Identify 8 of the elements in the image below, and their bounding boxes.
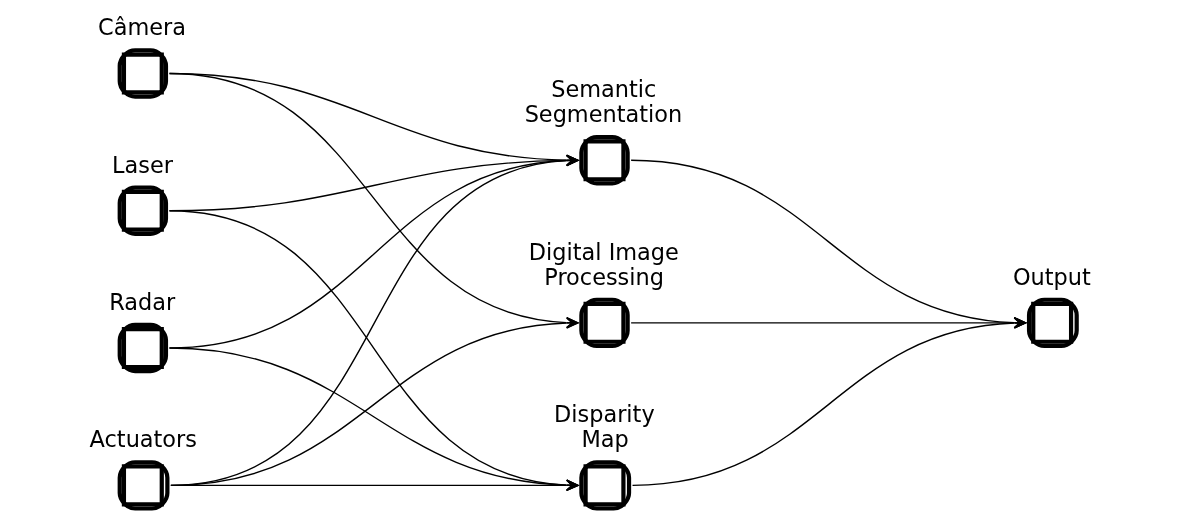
- node-label: Digital Image Processing: [528, 238, 679, 290]
- node-label: Actuators: [89, 425, 197, 452]
- node-label: Output: [1012, 263, 1091, 290]
- node-label: Semantic Segmentation: [524, 75, 682, 127]
- node-label: Radar: [108, 288, 175, 315]
- node-label: Câmera: [97, 13, 186, 40]
- node-label: Laser: [111, 151, 173, 178]
- node-label: Disparity Map: [553, 400, 655, 452]
